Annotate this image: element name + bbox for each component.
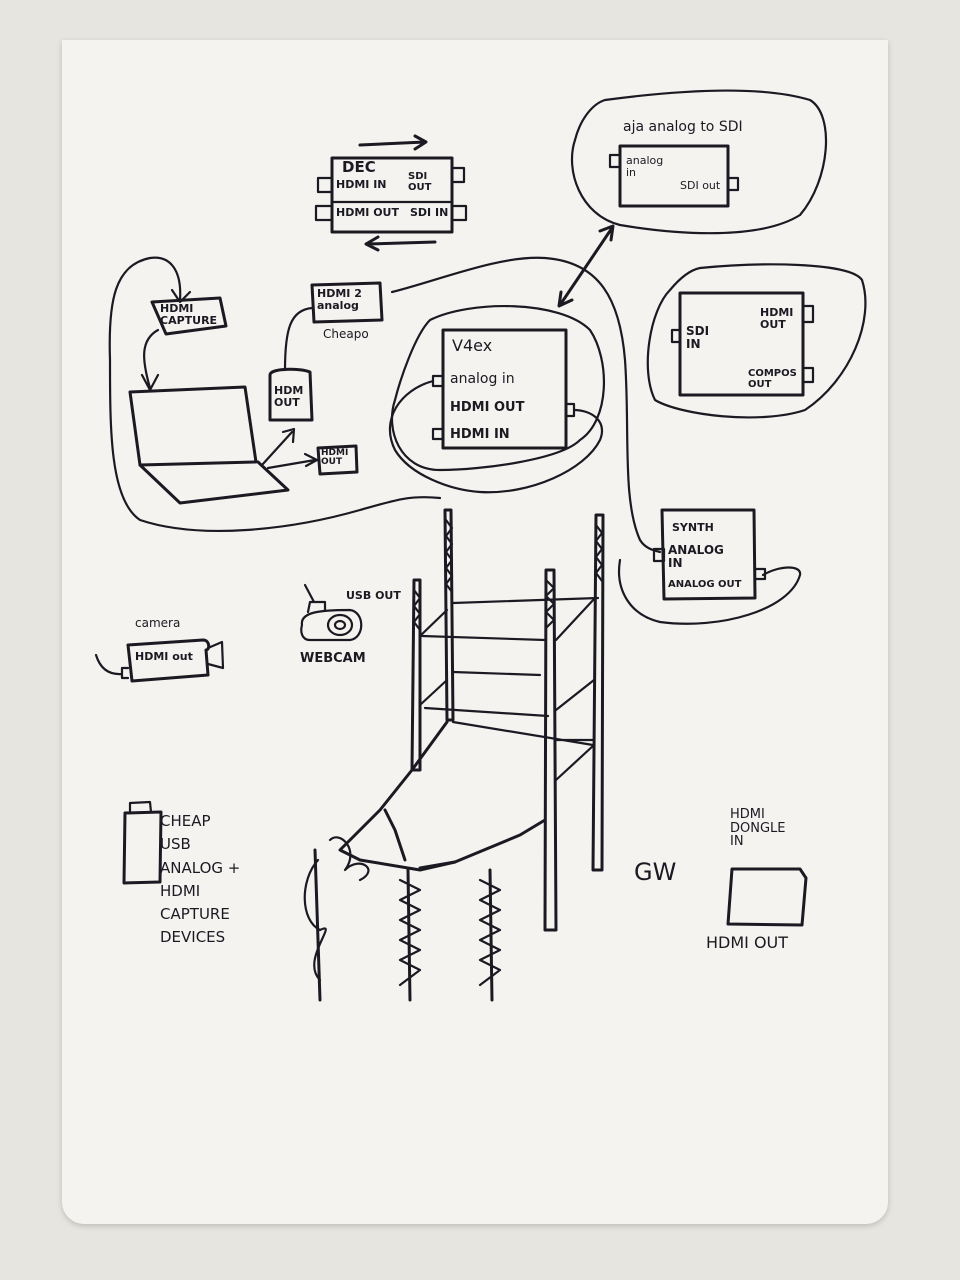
- dec-title: DEC: [342, 158, 376, 176]
- gw-dongle-box: [726, 867, 808, 927]
- sdi-box-composite-out: COMPOS OUT: [748, 368, 797, 390]
- dec-sdi-out: SDI OUT: [408, 171, 432, 193]
- aja-title: aja analog to SDI: [623, 119, 743, 135]
- laptop-sketch: [128, 385, 319, 505]
- synth-analog-in: ANALOG IN: [668, 543, 724, 570]
- hdmi-out-box-2: [316, 444, 359, 476]
- aja-analog-in: analog in: [626, 154, 664, 179]
- v4ex-hdmi-out: HDMI OUT: [450, 400, 525, 415]
- v4ex-analog-in: analog in: [450, 371, 515, 387]
- webcam-caption: WEBCAM: [300, 651, 366, 666]
- aja-sdi-out: SDI out: [680, 179, 721, 192]
- hdmi-capture-box: [150, 296, 228, 336]
- synth-analog-out: ANALOG OUT: [668, 579, 742, 590]
- left-cable-loop: [108, 256, 442, 532]
- chair-sketch: [303, 508, 605, 1002]
- usb-capture-device: [122, 800, 163, 885]
- dongle-hdmi-in: HDMI DONGLE IN: [730, 807, 786, 850]
- hdmi2analog-box: [310, 281, 384, 324]
- synth-box: [660, 508, 757, 601]
- webcam-usb-out: USB OUT: [346, 589, 401, 602]
- cable-loop: [390, 256, 802, 625]
- hdmi-out-label-2: HDMI OUT: [321, 448, 349, 468]
- hdmi-out-box-1: [268, 367, 314, 422]
- sdi-converter-group: [646, 263, 867, 419]
- sdi-box-hdmi-out: HDMI OUT: [760, 306, 794, 331]
- dongle-hdmi-out: HDMI OUT: [706, 933, 789, 952]
- gw-label: GW: [634, 858, 677, 886]
- hdmi2analog-label: HDMI 2 analog: [317, 287, 362, 312]
- hdmi2analog-note: Cheapo: [323, 327, 369, 341]
- dec-hdmi-out: HDMI OUT: [336, 206, 399, 219]
- dec-hdmi-in: HDMI IN: [336, 178, 387, 191]
- v4ex-title: V4ex: [452, 336, 493, 355]
- aja-to-v4ex-arrow: [557, 224, 615, 308]
- dec-sdi-in: SDI IN: [410, 206, 449, 219]
- hdmi-capture-label: HDMI CAPTURE: [160, 302, 218, 327]
- webcam-sketch: [300, 583, 363, 642]
- camera-hdmi-out: HDMI out: [135, 650, 193, 663]
- synth-title: SYNTH: [672, 521, 714, 534]
- notebook-page: [62, 40, 888, 1224]
- camera-caption: camera: [135, 616, 181, 630]
- v4ex-group: [388, 304, 605, 494]
- usb-capture-label: CHEAP USB ANALOG + HDMI CAPTURE DEVICES: [160, 812, 241, 947]
- v4ex-hdmi-in: HDMI IN: [450, 427, 510, 442]
- aja-converter-group: [570, 89, 828, 235]
- camera-sketch: [94, 638, 225, 683]
- hdmi-out-label-1: HDM OUT: [274, 384, 304, 409]
- sdi-box-sdi-in: SDI IN: [686, 324, 710, 351]
- dec-converter-box: [314, 134, 468, 252]
